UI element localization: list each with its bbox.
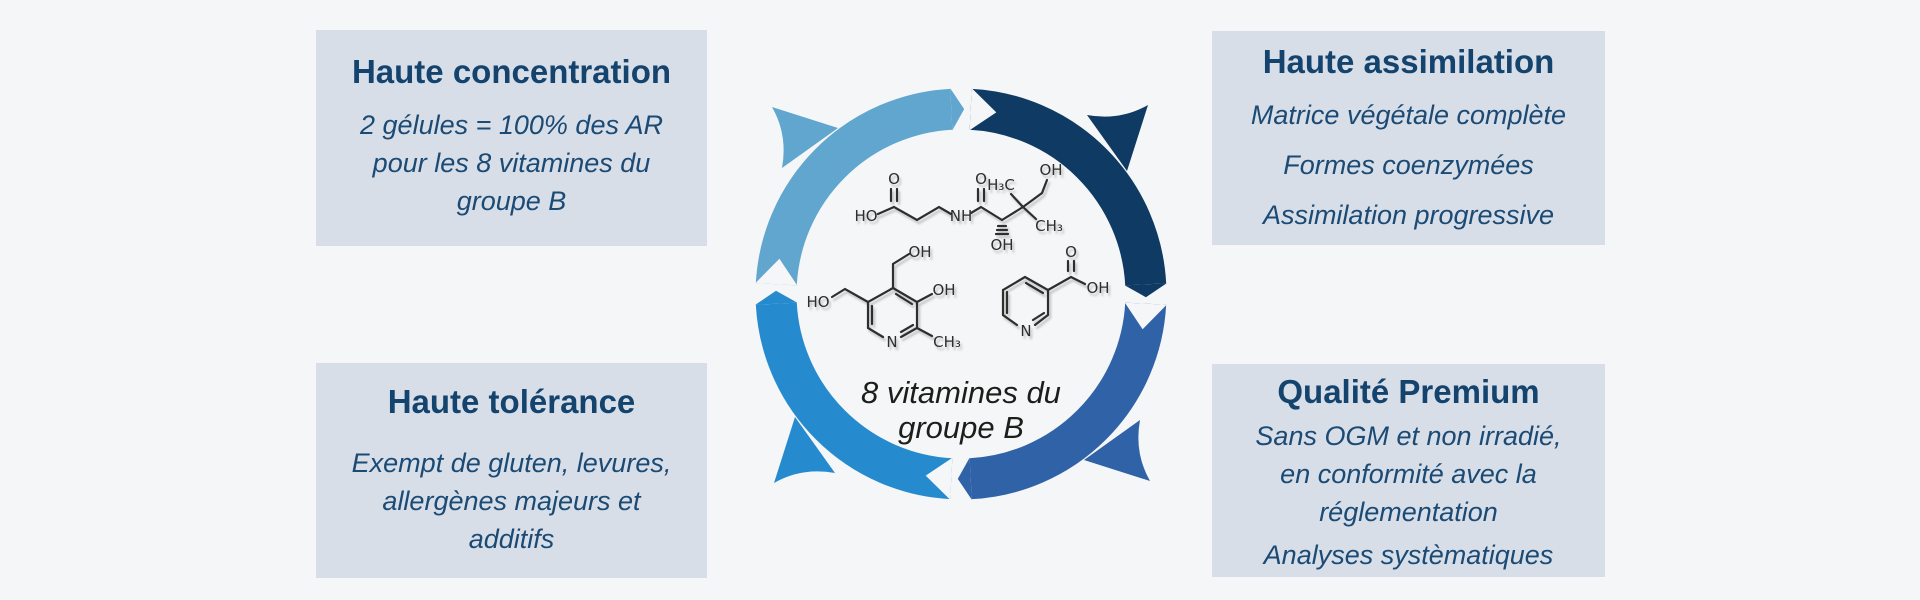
arrowhead-nw-icon bbox=[772, 107, 838, 168]
atom-label: CH₃ bbox=[1035, 217, 1063, 235]
card-text-line: Assimilation progressive bbox=[1262, 200, 1555, 231]
atom-label: HO bbox=[806, 293, 829, 311]
card-title: Haute tolérance bbox=[387, 383, 636, 420]
atom-label: OH bbox=[932, 281, 955, 299]
arc-heads bbox=[755, 88, 1167, 500]
center-label-line1: 8 vitamines du bbox=[861, 375, 1061, 410]
notch-bottom-left bbox=[925, 457, 953, 500]
atom-label: OH bbox=[1039, 161, 1062, 179]
card-title: Haute concentration bbox=[351, 53, 672, 90]
card-title: Qualité Premium bbox=[1277, 373, 1540, 410]
atom-label: O bbox=[975, 170, 987, 188]
arrowhead-ne-icon bbox=[1087, 105, 1148, 171]
atom-label: H₃C bbox=[987, 176, 1015, 194]
atom-label: O bbox=[888, 170, 900, 188]
cycle-arrowheads bbox=[772, 105, 1150, 483]
molecule-structures: HO O NH O OH H₃C CH₃ OH OH OH HO CH₃ N O… bbox=[806, 161, 1109, 351]
atom-label: N bbox=[1020, 322, 1031, 340]
card-text-line: Matrice végétale complète bbox=[1250, 100, 1567, 131]
card-text-line: 2 gélules = 100% des AR bbox=[360, 110, 663, 141]
atom-label: HO bbox=[854, 207, 877, 225]
arc-bottom-left bbox=[755, 302, 953, 500]
notch-top-right bbox=[969, 88, 997, 131]
benefit-card-haute-assimilation: Haute assimilation Matrice végétale comp… bbox=[1212, 31, 1605, 245]
arc-head-top-left bbox=[950, 88, 965, 131]
card-text-line: Analyses systèmatiques bbox=[1263, 540, 1554, 571]
card-text-line: en conformité avec la bbox=[1280, 459, 1537, 490]
molecule-pyridoxine bbox=[830, 252, 934, 339]
atom-label: OH bbox=[990, 236, 1013, 254]
cycle-center-label: 8 vitamines du groupe B bbox=[861, 375, 1061, 445]
atom-label: OH bbox=[908, 243, 931, 261]
card-text-line: additifs bbox=[468, 524, 555, 555]
arrowhead-se-icon bbox=[1084, 420, 1150, 481]
molecule-bonds bbox=[830, 178, 1087, 339]
card-text-line: pour les 8 vitamines du bbox=[372, 148, 651, 179]
benefit-card-haute-tolerance: Haute tolérance Exempt de gluten, levure… bbox=[316, 363, 707, 578]
card-text-line: réglementation bbox=[1319, 497, 1498, 528]
atom-label: O bbox=[1065, 243, 1077, 261]
arc-tail-notches bbox=[755, 88, 1167, 500]
card-title: Haute assimilation bbox=[1262, 43, 1555, 80]
arc-top-left bbox=[755, 88, 953, 286]
molecule-niacin bbox=[1001, 259, 1087, 327]
molecule-pantothenic-acid bbox=[876, 178, 1049, 236]
atom-label: CH₃ bbox=[933, 333, 961, 351]
card-text-line: Sans OGM et non irradié, bbox=[1255, 421, 1562, 452]
arc-head-bottom-right bbox=[957, 457, 972, 500]
atom-label: NH bbox=[950, 207, 973, 225]
arc-head-top-right bbox=[1124, 283, 1167, 298]
benefit-card-haute-concentration: Haute concentration 2 gélules = 100% des… bbox=[316, 30, 707, 246]
notch-bottom-right bbox=[1124, 302, 1167, 330]
arc-head-bottom-left bbox=[755, 290, 798, 305]
benefit-card-qualite-premium: Qualité Premium Sans OGM et non irradié,… bbox=[1212, 364, 1605, 577]
arc-bottom-right bbox=[969, 302, 1167, 500]
atom-label: N bbox=[886, 333, 897, 351]
center-label-line2: groupe B bbox=[898, 410, 1024, 445]
molecule-labels: HO O NH O OH H₃C CH₃ OH OH OH HO CH₃ N O… bbox=[806, 161, 1109, 351]
notch-top-left bbox=[755, 258, 798, 286]
cycle-ring bbox=[755, 88, 1167, 500]
arc-top-right bbox=[969, 88, 1167, 286]
card-text-line: allergènes majeurs et bbox=[382, 486, 641, 517]
card-text-line: Formes coenzymées bbox=[1283, 150, 1534, 181]
card-text-line: groupe B bbox=[456, 186, 567, 217]
arrowhead-sw-icon bbox=[774, 417, 835, 483]
card-text-line: Exempt de gluten, levures, bbox=[351, 448, 672, 479]
atom-label: OH bbox=[1086, 279, 1109, 297]
